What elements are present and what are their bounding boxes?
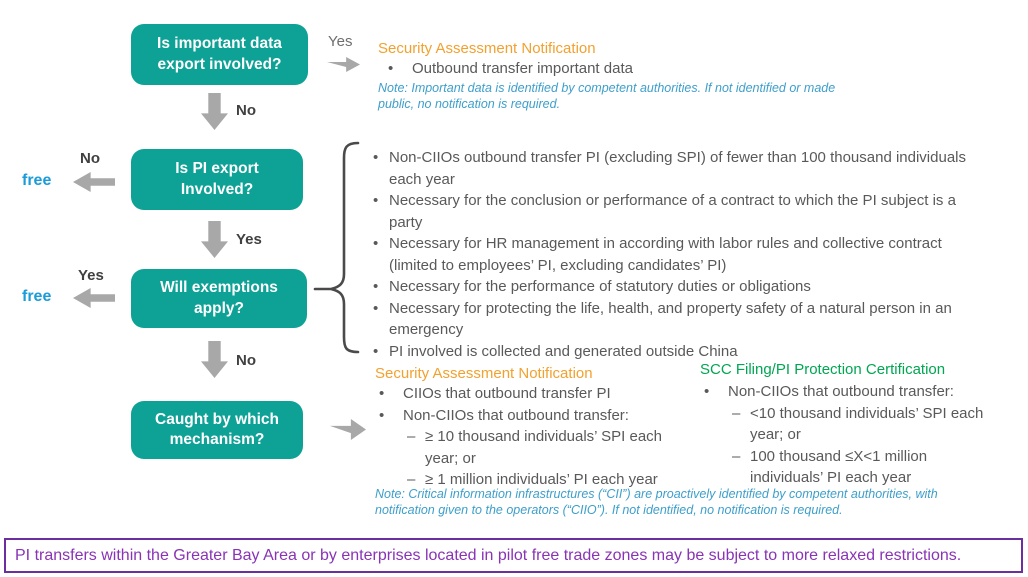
exemption-item: Necessary for the conclusion or performa… xyxy=(372,190,972,233)
decision-box-pi-export: Is PI export Involved? xyxy=(131,149,303,210)
arrow-right-q4-icon xyxy=(330,419,366,440)
mechanism-sa-subbullet: ≥ 1 million individuals’ PI each year xyxy=(375,469,697,491)
edge-label-q2-no: No xyxy=(80,150,100,167)
exemptions-brace-icon xyxy=(306,140,364,355)
mechanism-note: Note: Critical information infrastructur… xyxy=(375,487,938,517)
arrow-down-q3-no-icon xyxy=(201,341,228,378)
arrow-down-q2-yes-icon xyxy=(201,221,228,258)
edge-label-q3-no: No xyxy=(236,352,256,369)
mechanism-sa-bullet: Non-CIIOs that outbound transfer: xyxy=(375,405,697,427)
edge-label-q3-yes: Yes xyxy=(78,267,104,284)
exemption-item: Necessary for the performance of statuto… xyxy=(372,276,972,298)
arrow-down-q1-no-icon xyxy=(201,93,228,130)
mechanism-scc-subbullet: <10 thousand individuals’ SPI each year;… xyxy=(700,403,990,446)
mechanism-sa-bullet: CIIOs that outbound transfer PI xyxy=(375,383,697,405)
sa-top-title: Security Assessment Notification xyxy=(378,40,596,57)
arrow-right-q1-yes-icon xyxy=(327,57,360,72)
mechanism-scc-bullet: Non-CIIOs that outbound transfer: xyxy=(700,381,990,403)
edge-label-q2-yes: Yes xyxy=(236,231,262,248)
decision-box-mechanism: Caught by which mechanism? xyxy=(131,401,303,459)
arrow-left-q2-no-icon xyxy=(73,172,115,192)
mechanism-scc-title: SCC Filing/PI Protection Certification xyxy=(700,361,946,378)
free-outcome-top: free xyxy=(22,172,52,189)
edge-label-q1-yes: Yes xyxy=(328,33,353,50)
relaxed-restrictions-banner: PI transfers within the Greater Bay Area… xyxy=(4,538,1023,573)
exemption-item: PI involved is collected and generated o… xyxy=(372,341,972,363)
banner-text: PI transfers within the Greater Bay Area… xyxy=(15,546,962,564)
exemption-item: Necessary for HR management in according… xyxy=(372,233,972,276)
exemption-item: Necessary for protecting the life, healt… xyxy=(372,298,972,341)
mechanism-sa-list: CIIOs that outbound transfer PI Non-CIIO… xyxy=(375,383,697,491)
exemptions-list: Non-CIIOs outbound transfer PI (excludin… xyxy=(372,147,972,362)
mechanism-sa-subbullet: ≥ 10 thousand individuals’ SPI each year… xyxy=(375,426,697,469)
edge-label-q1-no: No xyxy=(236,102,256,119)
decision-box-important-data: Is important data export involved? xyxy=(131,24,308,85)
sa-top-note: Note: Important data is identified by co… xyxy=(378,81,836,111)
mechanism-sa-title: Security Assessment Notification xyxy=(375,365,593,382)
mechanism-scc-list: Non-CIIOs that outbound transfer: <10 th… xyxy=(700,381,990,489)
decision-box-exemptions: Will exemptions apply? xyxy=(131,269,307,328)
exemption-item: Non-CIIOs outbound transfer PI (excludin… xyxy=(372,147,972,190)
arrow-left-q3-yes-icon xyxy=(73,288,115,308)
sa-top-bullet: Outbound transfer important data xyxy=(378,58,848,80)
mechanism-scc-subbullet: 100 thousand ≤X<1 million individuals’ P… xyxy=(700,446,990,489)
free-outcome-bottom: free xyxy=(22,288,52,305)
